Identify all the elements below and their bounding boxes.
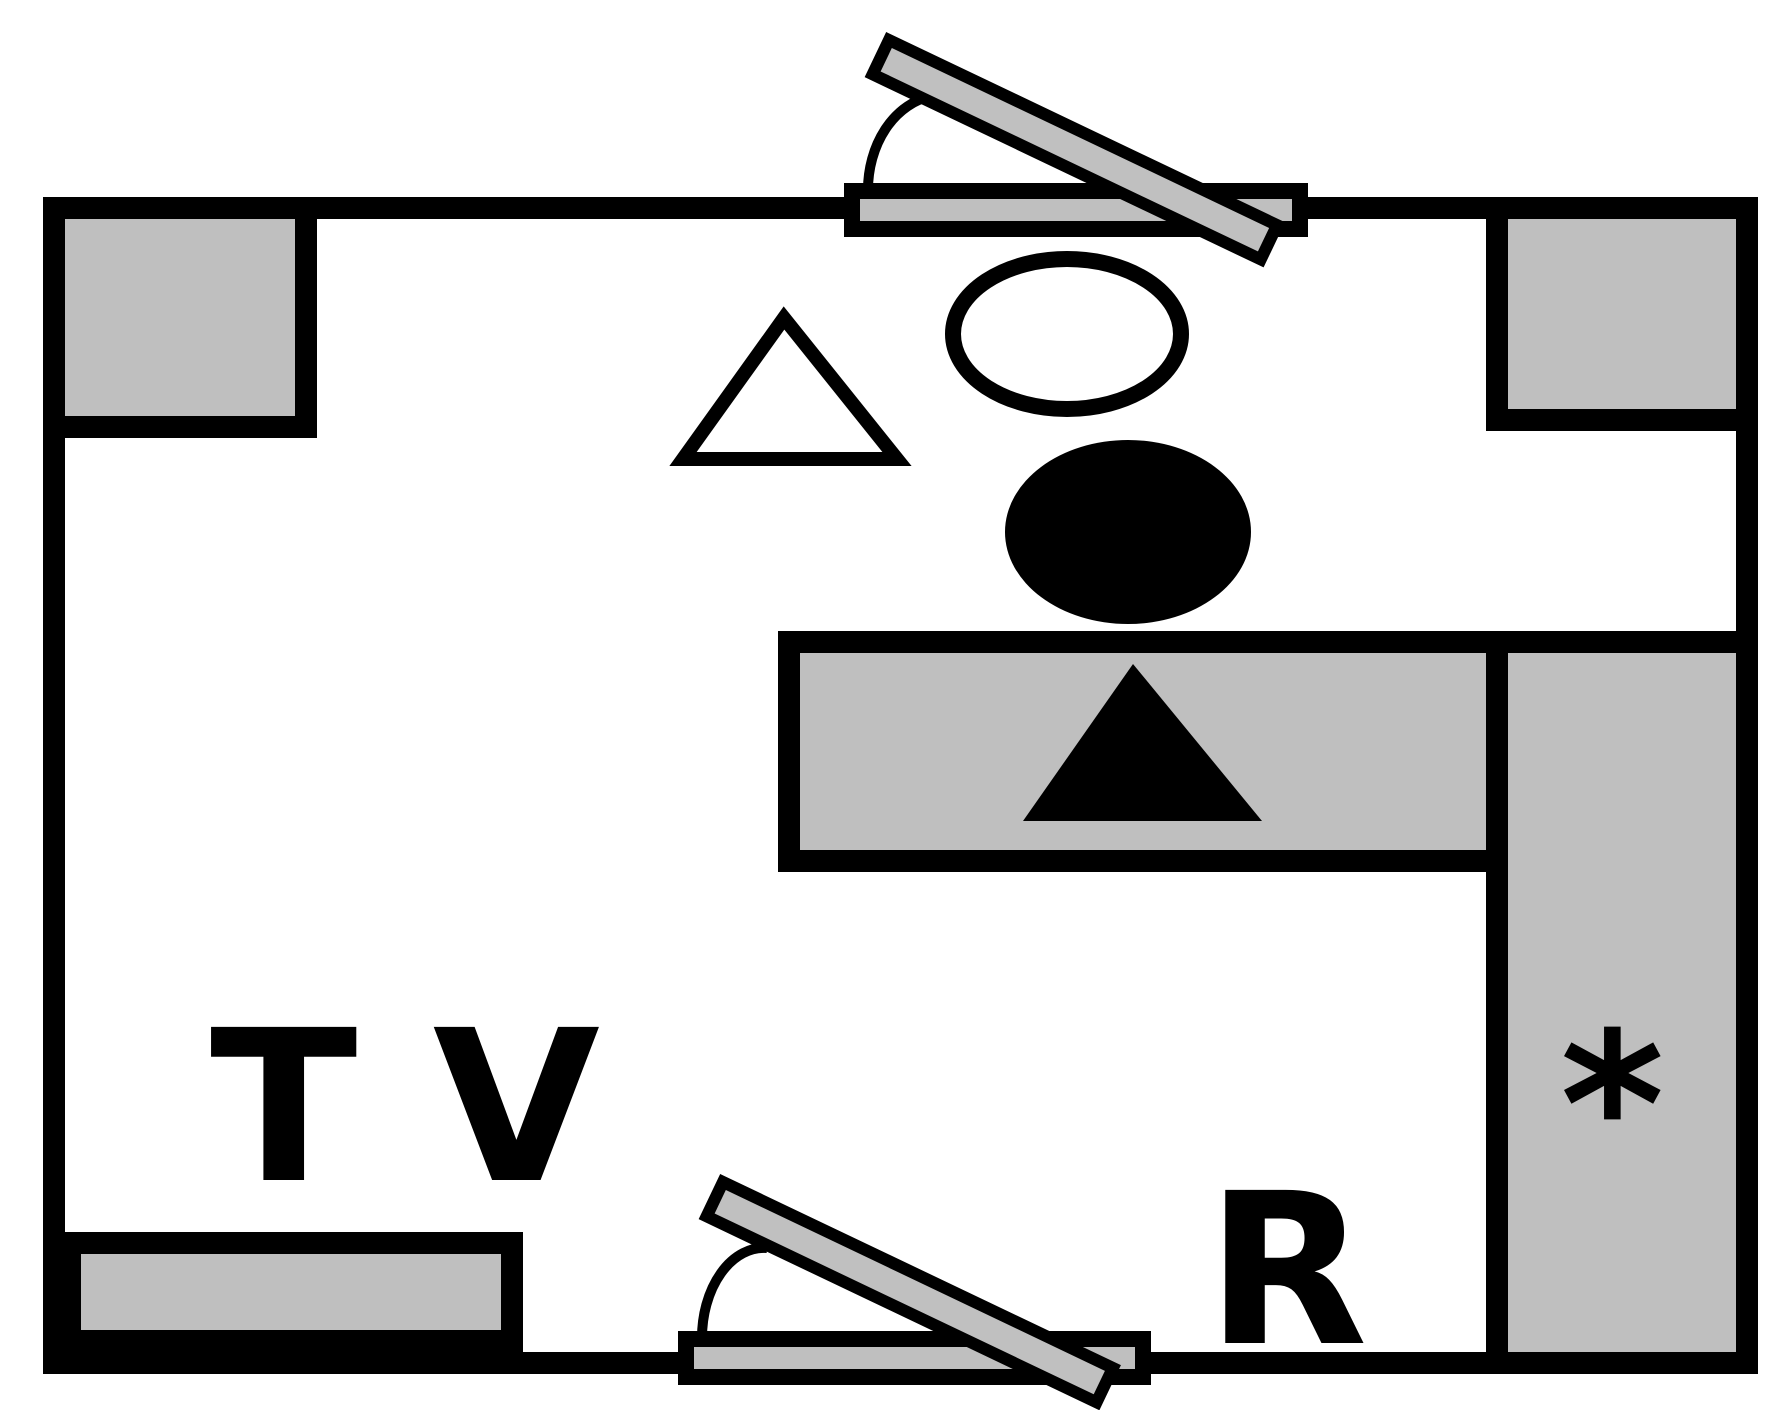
hollow-triangle-shape: [669, 306, 912, 466]
filled-triangle-shape: [1023, 664, 1262, 821]
top-door-swing-arc: [862, 91, 934, 192]
bottom-door-leaf: [698, 1174, 1121, 1410]
star-label: *: [1560, 990, 1665, 1223]
tv-stand: [59, 1232, 523, 1352]
right-vertical-counter: [1486, 631, 1758, 1374]
top-right-cabinet: [1486, 197, 1758, 431]
hollow-ellipse-shape: [945, 251, 1189, 417]
bottom-door-swing-arc: [696, 1242, 768, 1340]
top-door-leaf: [864, 32, 1286, 268]
top-left-cabinet: [43, 197, 317, 438]
filled-ellipse-shape: [1005, 440, 1251, 624]
tv-label: T V: [210, 985, 600, 1230]
r-label: R: [1206, 1148, 1368, 1393]
